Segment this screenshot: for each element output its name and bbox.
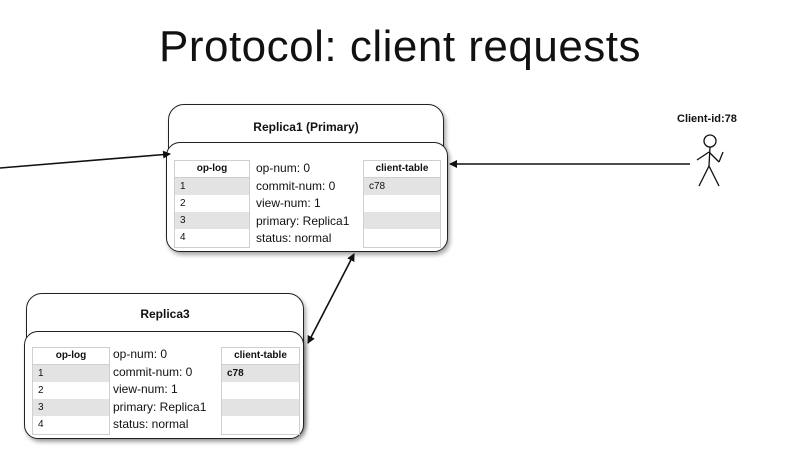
replica3-client-table: client-table c78: [221, 347, 300, 435]
state-view-num: view-num: 1: [113, 382, 178, 396]
client-label: Client-id:78: [677, 113, 737, 125]
replica3-state: op-num: 0 commit-num: 0 view-num: 1 prim…: [113, 346, 206, 434]
replica1-state: op-num: 0 commit-num: 0 view-num: 1 prim…: [256, 160, 349, 248]
oplog-row: 2: [38, 385, 44, 396]
replica1-title: Replica1 (Primary): [253, 120, 359, 134]
replica3-oplog-table: op-log 1 2 3 4: [32, 347, 110, 435]
oplog-row: 3: [175, 212, 249, 229]
oplog-row: 3: [33, 399, 109, 416]
replication-arrow: [307, 253, 355, 344]
state-status: status: normal: [256, 231, 332, 245]
oplog-row: 1: [33, 365, 109, 382]
client-table-row: [222, 399, 299, 416]
state-op-num: op-num: 0: [113, 347, 168, 361]
oplog-header: op-log: [175, 161, 249, 178]
state-commit-num: commit-num: 0: [256, 178, 336, 193]
client-table-row: c78: [222, 365, 299, 382]
replica3-title: Replica3: [140, 307, 190, 321]
oplog-row: 2: [180, 198, 186, 209]
oplog-row: 4: [38, 419, 44, 430]
state-status: status: normal: [113, 417, 189, 431]
client-table-row: c78: [364, 178, 440, 195]
client-table-header: client-table: [364, 161, 440, 178]
incoming-arrow: [0, 150, 171, 169]
state-op-num: op-num: 0: [256, 161, 311, 175]
state-primary: primary: Replica1: [113, 399, 207, 414]
client-table-row: [364, 212, 440, 229]
stick-figure-icon: [696, 134, 724, 187]
state-primary: primary: Replica1: [256, 213, 350, 228]
oplog-row: 4: [180, 232, 186, 243]
client-table-header: client-table: [222, 348, 299, 365]
replica1-client-table: client-table c78: [363, 160, 441, 248]
state-commit-num: commit-num: 0: [113, 364, 193, 379]
replica1-oplog-table: op-log 1 2 3 4: [174, 160, 250, 248]
oplog-row: 1: [175, 178, 249, 195]
oplog-header: op-log: [33, 348, 109, 365]
state-view-num: view-num: 1: [256, 196, 321, 210]
page-title: Protocol: client requests: [158, 22, 642, 71]
